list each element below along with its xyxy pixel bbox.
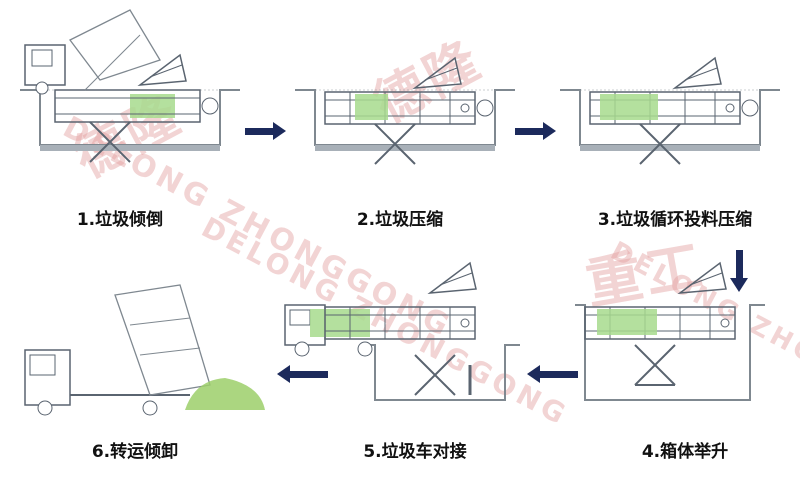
- panel-3-cycle-compress: [559, 57, 781, 165]
- arrow-2-to-3: [515, 122, 556, 140]
- step-caption-1: 1.垃圾倾倒: [76, 210, 164, 230]
- arrow-4-to-5: [527, 365, 578, 383]
- panel-6-unloading: [24, 284, 265, 416]
- panel-2-compress: [294, 57, 516, 165]
- arrow-3-to-4: [730, 250, 748, 292]
- panel-4-lift: [575, 262, 765, 401]
- panel-1-dumping: [19, 9, 241, 163]
- step-caption-2: 2.垃圾压缩: [356, 210, 444, 230]
- arrow-5-to-6: [277, 365, 328, 383]
- step-caption-6: 6.转运倾卸: [91, 442, 179, 462]
- arrow-1-to-2: [245, 122, 286, 140]
- flow-arrows: [245, 122, 748, 383]
- step-caption-3: 3.垃圾循环投料压缩: [597, 210, 753, 230]
- step-caption-4: 4.箱体举升: [641, 442, 729, 462]
- step-caption-5: 5.垃圾车对接: [363, 442, 467, 462]
- panel-5-docking: [284, 262, 520, 401]
